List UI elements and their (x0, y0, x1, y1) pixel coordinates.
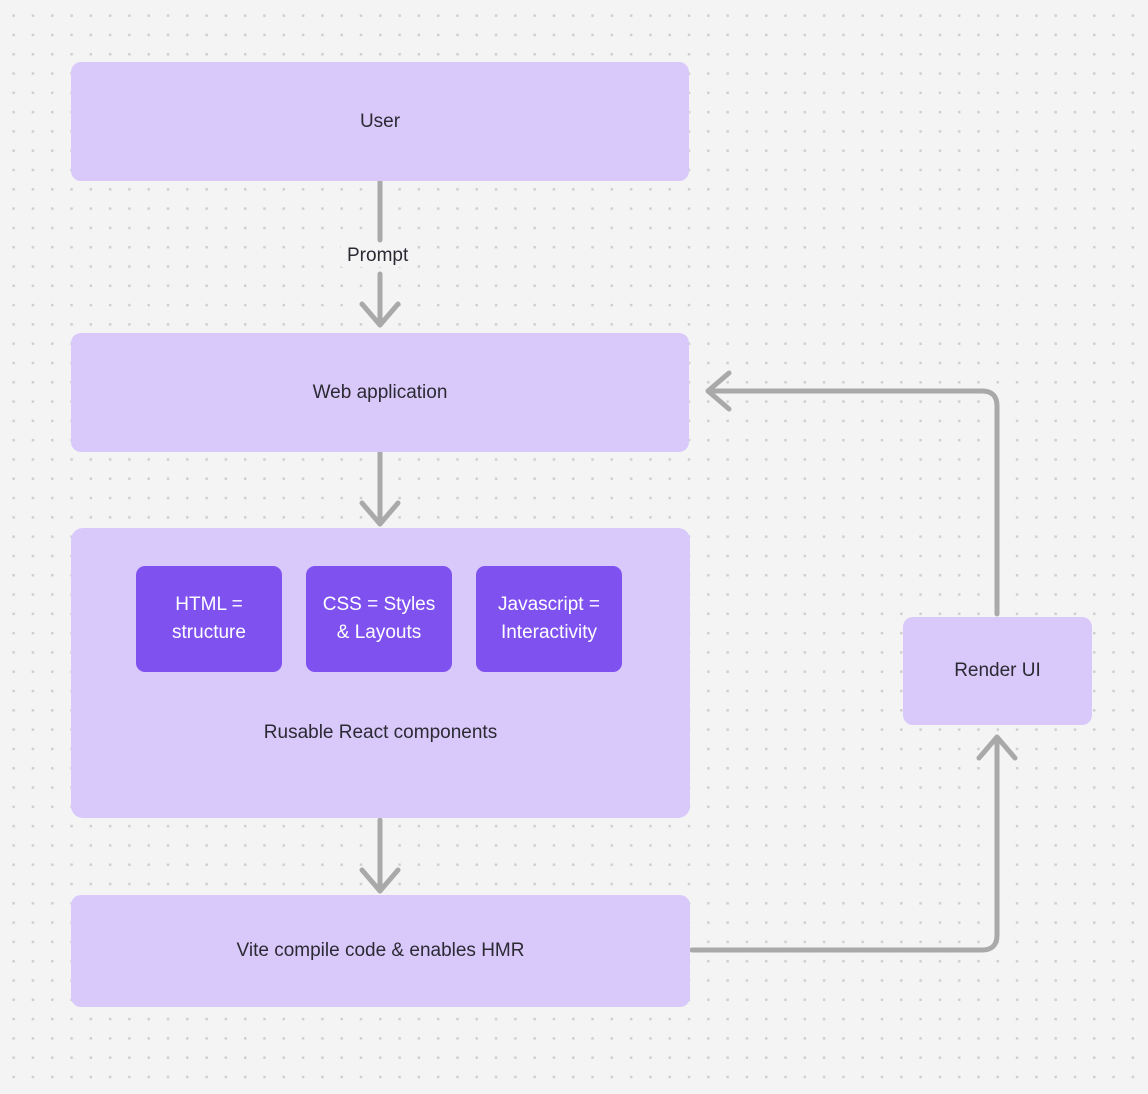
arrowhead-user-to-web (359, 301, 401, 328)
node-components-container[interactable]: HTML =structure CSS = Styles& Layouts Ja… (71, 528, 690, 818)
node-render-ui[interactable]: Render UI (903, 617, 1092, 725)
chip-javascript[interactable]: Javascript =Interactivity (476, 566, 622, 672)
node-vite-label: Vite compile code & enables HMR (236, 940, 525, 962)
node-user-label: User (359, 110, 401, 132)
node-web-application-label: Web application (312, 381, 448, 403)
chip-css[interactable]: CSS = Styles& Layouts (306, 566, 452, 672)
node-web-application[interactable]: Web application (71, 333, 689, 452)
node-components-container-caption: Rusable React components (263, 722, 498, 743)
edge-render-to-web (708, 388, 1000, 617)
edge-vite-to-render (689, 737, 1000, 953)
node-user[interactable]: User (71, 62, 689, 181)
node-vite[interactable]: Vite compile code & enables HMR (71, 895, 690, 1007)
chip-html-label: HTML =structure (172, 594, 246, 643)
arrowhead-render-to-web (705, 370, 732, 412)
chip-javascript-label: Javascript =Interactivity (498, 594, 600, 643)
chip-css-label: CSS = Styles& Layouts (322, 594, 436, 643)
arrowhead-components-to-vite (359, 867, 401, 894)
chip-html[interactable]: HTML =structure (136, 566, 282, 672)
node-render-ui-label: Render UI (954, 660, 1041, 682)
arrowhead-vite-to-render (976, 734, 1018, 761)
edge-label-prompt: Prompt (341, 245, 415, 267)
arrowhead-web-to-components (359, 500, 401, 527)
